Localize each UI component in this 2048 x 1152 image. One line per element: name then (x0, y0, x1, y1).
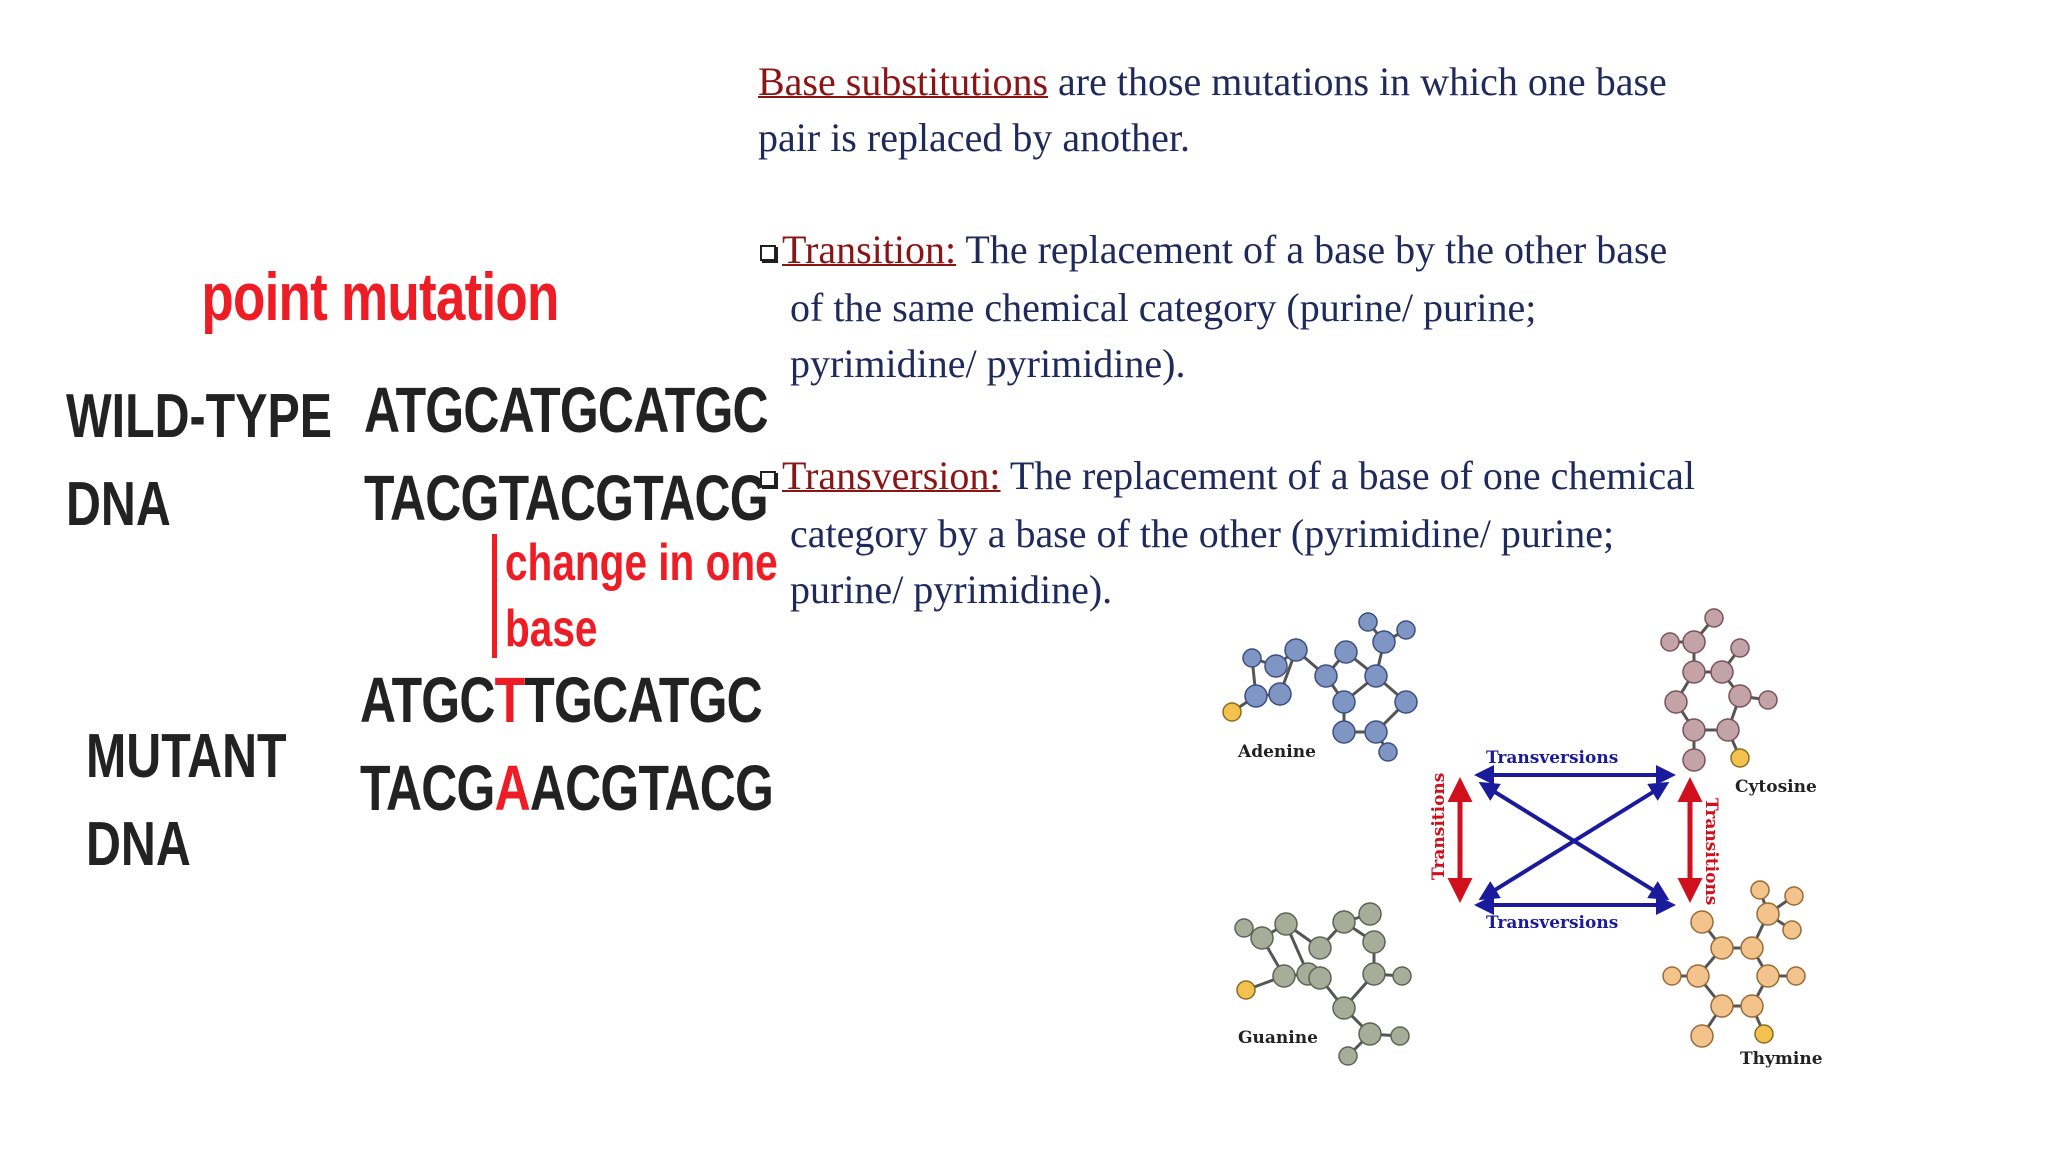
mutant-bottom-seg-1: TACG (360, 752, 495, 824)
mutant-top-seg-1: ATGC (360, 664, 495, 736)
intro-line-1: Base substitutions are those mutations i… (758, 62, 1667, 102)
transitions-label-right: Transitions (1701, 798, 1721, 905)
point-mutation-title: point mutation (201, 259, 559, 335)
intro-rest: are those mutations in which one base (1048, 59, 1667, 104)
mutant-label: MUTANT (86, 722, 287, 791)
square-bullet-icon (760, 471, 776, 487)
thymine-label: Thymine (1740, 1049, 1823, 1069)
transversion-line-1: Transversion: The replacement of a base … (760, 456, 1695, 496)
adenine-molecule-icon (1222, 612, 1418, 762)
mutant-strand-bottom: TACGAACGTACG (360, 756, 774, 820)
change-line-1: change in one (505, 534, 778, 592)
intro-line-2: pair is replaced by another. (758, 115, 1191, 160)
transversion-line-3: purine/ pyrimidine). (790, 567, 1113, 612)
wild-strand-top: ATGCATGCATGC (364, 374, 769, 446)
wild-type-label: WILD-TYPE (66, 382, 332, 451)
guanine-molecule-icon (1234, 902, 1412, 1066)
mutant-strand-top: ATGCTTGCATGC (360, 668, 763, 732)
mutant-top-changed-base: T (494, 664, 525, 736)
thymine-molecule-icon (1662, 880, 1806, 1048)
transition-term: Transition: (782, 227, 957, 272)
mutant-bottom-changed-base: A (494, 752, 531, 824)
transition-line-2: of the same chemical category (purine/ p… (790, 285, 1537, 330)
mutant-bottom-seg-2: ACGTACG (529, 752, 774, 824)
adenine-label: Adenine (1237, 742, 1316, 762)
change-annotation: change in one base (505, 530, 778, 662)
cytosine-molecule-icon (1660, 608, 1778, 772)
transversion-rest: The replacement of a base of one chemica… (1000, 453, 1696, 498)
mutant-top-seg-2: TGCATGC (524, 664, 762, 736)
square-bullet-icon (760, 245, 776, 261)
transition-line-1: Transition: The replacement of a base by… (760, 230, 1667, 270)
transversion-line-2: category by a base of the other (pyrimid… (790, 511, 1615, 556)
base-substitution-diagram: Adenine Cytosine (1222, 608, 1823, 1069)
change-marker (492, 534, 497, 658)
wild-strand-bottom: TACGTACGTACG (364, 462, 769, 534)
base-substitutions-term: Base substitutions (758, 59, 1049, 104)
transition-line-3: pyrimidine/ pyrimidine). (790, 341, 1186, 386)
mutant-dna-label: DNA (86, 810, 191, 879)
transitions-label-left: Transitions (1429, 773, 1449, 880)
transversion-term: Transversion: (782, 453, 1001, 498)
transition-rest: The replacement of a base by the other b… (956, 227, 1668, 272)
guanine-label: Guanine (1238, 1028, 1318, 1048)
wild-dna-label: DNA (66, 470, 171, 539)
transversions-label-bottom: Transversions (1486, 913, 1618, 933)
transversions-label-top: Transversions (1486, 748, 1618, 768)
transversion-arrow-diagonal-2 (1478, 781, 1670, 901)
change-line-2: base (505, 600, 598, 658)
cytosine-label: Cytosine (1735, 777, 1817, 797)
